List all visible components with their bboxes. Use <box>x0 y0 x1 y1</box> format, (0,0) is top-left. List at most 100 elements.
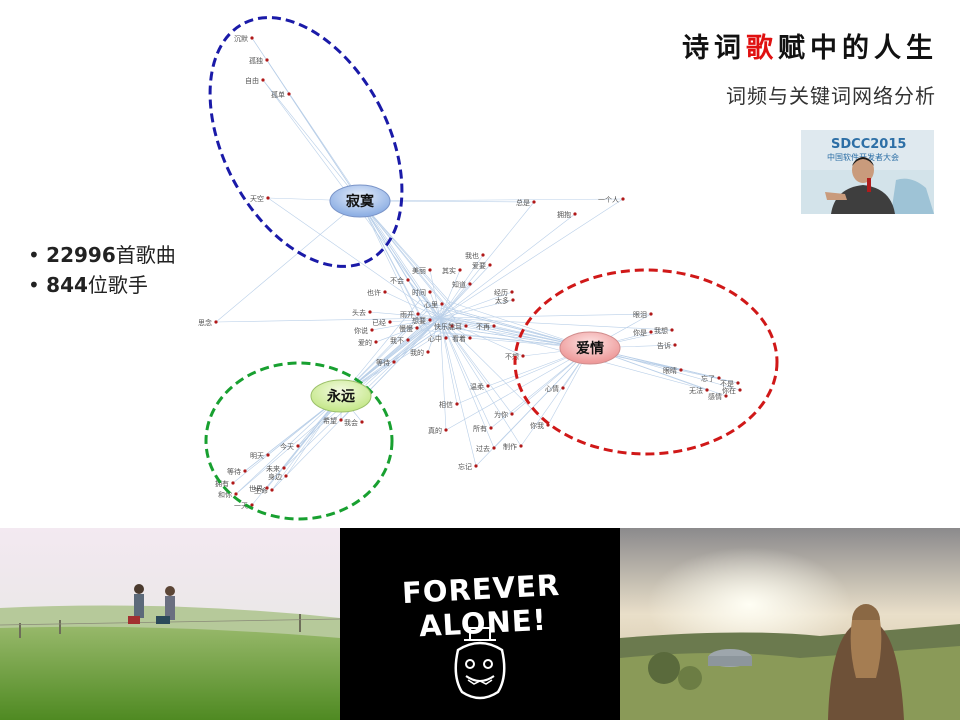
network-node-bottom-3: 真的 <box>428 426 448 435</box>
network-node-label: 也许 <box>367 288 381 297</box>
network-node-label: 想要 <box>412 316 426 325</box>
network-node-center-24: 雨开 <box>400 311 420 319</box>
network-node-label: 温柔 <box>470 382 484 391</box>
network-node-center-1: 拥抱 <box>557 210 577 219</box>
network-node-center-21: 慢慢 <box>399 324 419 333</box>
cluster-bubble-lonely: 寂寞 <box>329 184 391 218</box>
network-node-center-2: 一个人 <box>598 196 625 204</box>
network-node-label: 心情 <box>545 384 559 393</box>
network-node-center-26: 我不 <box>390 336 410 345</box>
network-node-label: 知道 <box>452 280 466 289</box>
network-node-label: 你我 <box>530 421 544 430</box>
network-node-label: 未来 <box>266 464 280 473</box>
speaker-photo: SDCC2015 中国软件开发者大会 <box>801 130 934 214</box>
network-node-label: 等待 <box>376 358 390 367</box>
network-node-forever-9: 身边 <box>268 472 288 481</box>
network-node-center-19: 不再 <box>476 323 496 331</box>
network-node-lonely-4: 天空 <box>250 194 270 203</box>
network-node-center-4: 爱要 <box>472 262 492 270</box>
network-node-label: 忘了 <box>701 374 715 383</box>
network-node-label: 告诉 <box>657 341 671 350</box>
network-node-lonely-2: 自由 <box>245 76 265 85</box>
photo-girl-sunset <box>620 528 960 720</box>
network-node-label: 我想 <box>654 326 668 335</box>
network-node-love-0: 眼泪 <box>633 311 653 319</box>
network-node-label: 慢慢 <box>399 324 413 333</box>
network-node-label: 眼泪 <box>633 311 647 319</box>
network-node-label: 时间 <box>412 288 426 297</box>
network-node-forever-4: 和你 <box>218 490 238 499</box>
network-node-center-11: 经历 <box>494 288 514 297</box>
network-node-label: 能耳 <box>448 322 462 331</box>
network-node-center-18: 快乐 <box>434 322 454 331</box>
network-node-label: 你在 <box>722 386 736 395</box>
network-edges <box>215 37 741 506</box>
network-node-label: 制作 <box>503 442 517 451</box>
network-node-label: 生命 <box>254 486 268 495</box>
stat-number-songs: 22996 <box>46 243 116 267</box>
network-node-label: 过去 <box>476 444 490 453</box>
network-node-label: 快乐 <box>434 322 448 331</box>
network-node-label: 和你 <box>218 490 232 499</box>
cluster-bubble-love: 爱情 <box>559 331 621 365</box>
network-node-bottom-2: 为你 <box>494 410 514 419</box>
network-node-love-7: 忘了 <box>701 374 721 383</box>
network-node-label: 一个人 <box>598 196 619 204</box>
network-node-label: 我会 <box>344 418 358 427</box>
network-node-label: 眼睛 <box>663 366 677 375</box>
keyword-network: 沉默孤独自由孤单天空总是拥抱一个人我也爱要其实美丽也许不会知道时间经历太多头去心… <box>198 16 779 521</box>
cluster-ring-love <box>513 268 779 456</box>
network-node-label: 孤单 <box>271 90 285 99</box>
network-node-center-17: 想要 <box>412 316 432 325</box>
network-node-label: 看着 <box>452 334 466 343</box>
cluster-label-love: 爱情 <box>576 340 604 357</box>
network-node-label: 不想 <box>505 352 519 361</box>
network-node-label: 身边 <box>268 472 282 481</box>
network-node-label: 真的 <box>428 426 442 435</box>
network-node-love-3: 告诉 <box>657 341 677 350</box>
network-node-label: 爱要 <box>472 262 486 270</box>
network-node-love-5: 心情 <box>545 384 565 393</box>
network-node-label: 沉默 <box>234 34 248 43</box>
stats-list: • 22996首歌曲 • 844位歌手 <box>28 240 176 300</box>
network-node-label: 无法 <box>689 386 703 395</box>
network-node-center-7: 也许 <box>367 288 387 297</box>
network-node-label: 经历 <box>494 288 508 297</box>
network-node-love-8: 无法 <box>689 386 709 395</box>
network-node-label: 拥抱 <box>557 210 571 219</box>
network-node-label: 忘记 <box>458 462 472 471</box>
network-node-center-20: 能耳 <box>448 322 468 331</box>
network-node-label: 我也 <box>465 251 479 260</box>
network-node-label: 你是 <box>633 328 647 337</box>
network-node-bottom-0: 温柔 <box>470 382 490 391</box>
network-node-love-11: 你在 <box>722 386 742 395</box>
cluster-ring-lonely <box>208 16 404 268</box>
network-node-bottom-4: 所有 <box>473 424 493 433</box>
network-node-label: 相信 <box>439 400 453 409</box>
network-node-center-12: 太多 <box>495 296 515 305</box>
title-part-1: 诗词 <box>682 33 746 64</box>
network-node-label: 为你 <box>494 410 508 419</box>
network-node-center-3: 我也 <box>465 251 485 260</box>
network-node-forever-0: 今天 <box>280 442 300 451</box>
network-node-bottom-7: 忘记 <box>458 462 478 471</box>
network-node-label: 思念 <box>198 318 212 327</box>
network-node-label: 我的 <box>410 348 424 357</box>
network-node-label: 天空 <box>250 194 264 203</box>
cluster-label-forever: 永远 <box>326 388 355 405</box>
network-node-center-9: 知道 <box>452 280 472 289</box>
network-node-center-0: 总是 <box>516 198 536 207</box>
network-node-center-16: 已经 <box>372 318 392 327</box>
network-node-label: 已经 <box>372 318 386 327</box>
cluster-ring-forever <box>204 361 394 521</box>
network-node-label: 孤独 <box>249 56 263 65</box>
network-node-center-15: 你说 <box>354 326 374 335</box>
network-node-label: 明天 <box>250 452 264 460</box>
network-node-love-10: 不是 <box>720 380 740 388</box>
network-nodes: 沉默孤独自由孤单天空总是拥抱一个人我也爱要其实美丽也许不会知道时间经历太多头去心… <box>198 34 742 510</box>
network-node-label: 今天 <box>280 442 294 451</box>
network-node-label: 头去 <box>352 308 366 317</box>
network-node-label: 雨开 <box>400 311 414 319</box>
network-node-forever-5: 一天 <box>234 502 254 510</box>
network-node-label: 爱的 <box>358 338 372 347</box>
